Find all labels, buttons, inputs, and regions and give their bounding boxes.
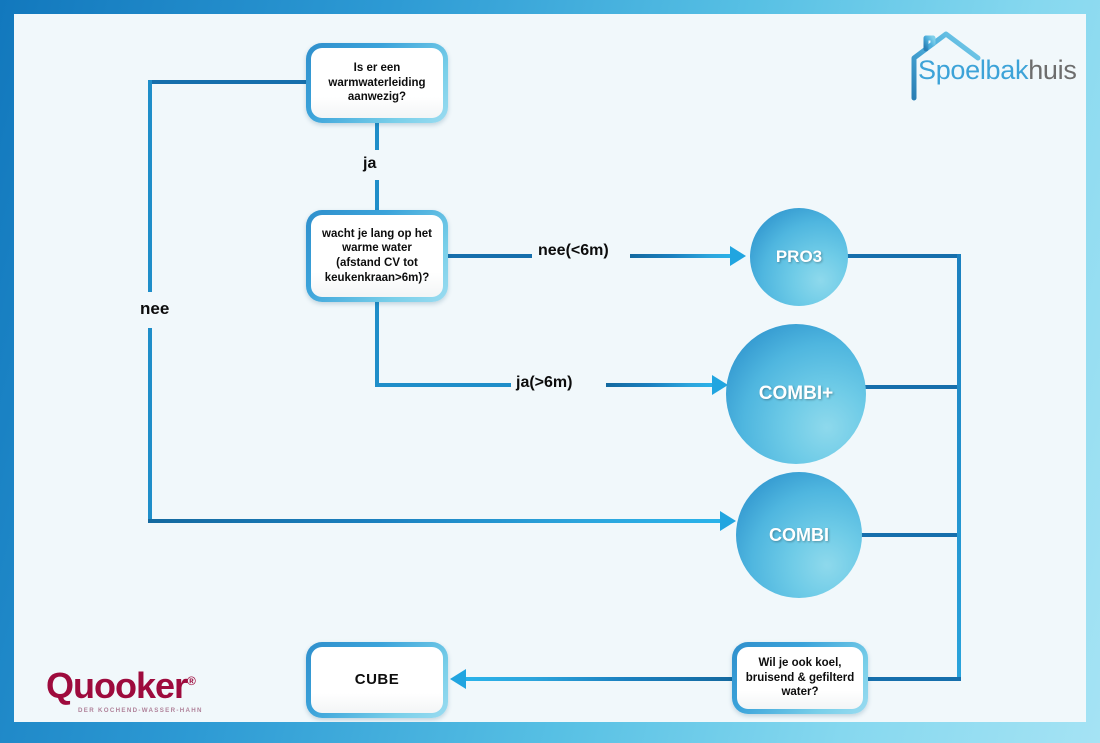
outcome-combi[interactable]: COMBI	[736, 472, 862, 598]
connector-nee-vertical-lower	[148, 328, 152, 521]
quooker-tagline: DER KOCHEND-WASSER-HAHN	[78, 707, 203, 714]
hotwater-line-2: warmwaterleiding	[328, 76, 426, 89]
connector-ja-segment-top	[375, 123, 379, 150]
connector-nee6m-stub	[448, 254, 532, 258]
connector-ja6m-vertical	[375, 302, 379, 387]
connector-combi-to-bus	[860, 533, 961, 537]
outcome-pro3[interactable]: PRO3	[750, 208, 848, 306]
cool-line-3: water?	[781, 686, 819, 699]
connector-ja-segment-bottom	[375, 180, 379, 210]
outcome-combi-label: COMBI	[769, 524, 829, 545]
quooker-logo[interactable]: Quooker® DER KOCHEND-WASSER-HAHN	[46, 668, 216, 722]
flowchart-canvas: Is er een warmwaterleiding aanwezig? wac…	[14, 14, 1086, 722]
cool-line-1: Wil je ook koel,	[758, 656, 842, 669]
quooker-wordmark: Quooker®	[46, 668, 216, 704]
quooker-word: Quooker	[46, 665, 188, 706]
connector-cool-to-cube	[466, 677, 732, 681]
edge-label-ja: ja	[363, 155, 377, 172]
connector-nee6m-to-pro3	[630, 254, 734, 258]
edge-label-nee-under-6m: nee(<6m)	[538, 242, 609, 259]
arrowhead-to-cube	[450, 669, 466, 689]
decision-wait-for-hot-water[interactable]: wacht je lang op het warme water (afstan…	[306, 210, 448, 302]
connector-nee-top-horizontal	[148, 80, 312, 84]
edge-label-ja-over-6m: ja(>6m)	[516, 374, 573, 391]
cool-line-2: bruisend & gefilterd	[745, 671, 855, 684]
connector-right-bus-vertical	[957, 254, 961, 681]
decision-hotwater-pipe[interactable]: Is er een warmwaterleiding aanwezig?	[306, 43, 448, 123]
spoelbakhuis-wordmark-grey: huis	[1028, 55, 1077, 85]
wait-line-4: keukenkraan>6m)?	[324, 271, 430, 284]
hotwater-line-3: aanwezig?	[347, 91, 407, 104]
connector-ja6m-stub	[375, 383, 511, 387]
connector-nee-vertical-upper	[148, 80, 152, 292]
outcome-cube[interactable]: CUBE	[306, 642, 448, 718]
quooker-registered-mark: ®	[187, 674, 196, 688]
spoelbakhuis-house-icon	[911, 31, 981, 101]
spoelbakhuis-logo[interactable]: Spoelbakhuis	[900, 26, 1080, 106]
arrowhead-to-combi	[720, 511, 736, 531]
spoelbakhuis-wordmark-blue: Spoelbak	[918, 55, 1029, 85]
hotwater-line-1: Is er een	[353, 61, 401, 74]
outcome-combi-plus[interactable]: COMBI+	[726, 324, 866, 464]
decision-wait-text: wacht je lang op het warme water (afstan…	[311, 215, 443, 297]
decision-cool-text: Wil je ook koel, bruisend & gefilterd wa…	[737, 647, 863, 709]
edge-label-nee: nee	[140, 299, 170, 318]
arrowhead-to-combiplus	[712, 375, 728, 395]
connector-bus-to-cool-box	[868, 677, 961, 681]
connector-combiplus-to-bus	[864, 385, 961, 389]
outcome-cube-label: CUBE	[311, 647, 443, 713]
decision-hotwater-pipe-text: Is er een warmwaterleiding aanwezig?	[311, 48, 443, 118]
connector-nee-to-combi	[148, 519, 724, 523]
arrowhead-to-pro3	[730, 246, 746, 266]
wait-line-3: (afstand CV tot	[336, 257, 418, 269]
decision-cool-sparkling-filtered[interactable]: Wil je ook koel, bruisend & gefilterd wa…	[732, 642, 868, 714]
spoelbakhuis-wordmark: Spoelbakhuis	[918, 55, 1077, 86]
outcome-pro3-label: PRO3	[775, 247, 823, 266]
wait-line-1: wacht je lang op het	[322, 227, 432, 240]
outcome-combi-plus-label: COMBI+	[758, 383, 834, 404]
connector-pro3-to-bus	[846, 254, 961, 258]
wait-line-2: warme water	[342, 242, 412, 255]
connector-ja6m-to-combiplus	[606, 383, 716, 387]
